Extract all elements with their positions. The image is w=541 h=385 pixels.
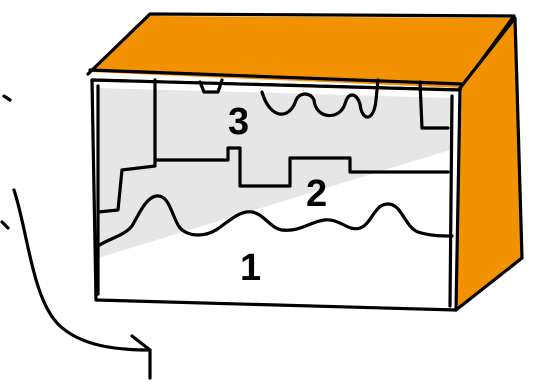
- layer-label-3: 3: [228, 101, 249, 143]
- decorative-dot-top: [2, 94, 12, 102]
- front-face-outline: [90, 78, 462, 312]
- decorative-dot-bottom: [0, 220, 10, 230]
- front-face-inner-edge: [96, 84, 454, 308]
- front-face-shade: [98, 88, 452, 258]
- layer-label-2: 2: [306, 173, 327, 215]
- layer-1-boundary: [96, 194, 454, 248]
- layer-2-boundary: [96, 158, 157, 214]
- layer-label-1: 1: [240, 247, 261, 289]
- top-face: [90, 16, 515, 88]
- curved-arrow-icon: [12, 188, 152, 380]
- layer-3-boundary: [153, 78, 450, 188]
- right-face: [455, 18, 522, 310]
- right-face-outline: [454, 16, 524, 312]
